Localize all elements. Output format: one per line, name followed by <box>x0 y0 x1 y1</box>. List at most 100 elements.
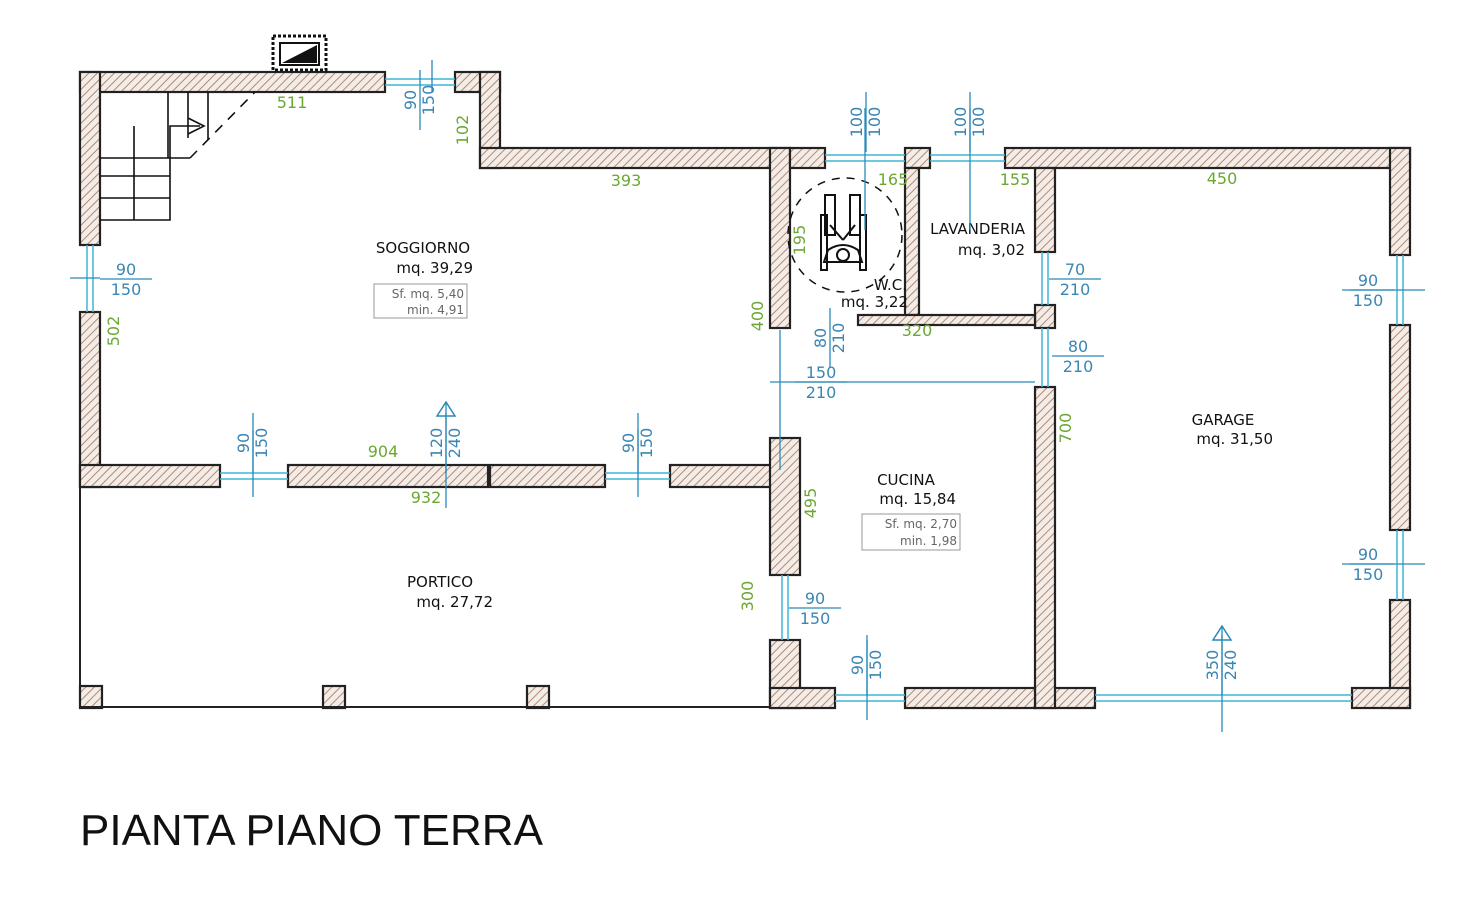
wall <box>78 70 102 247</box>
min-soggiorno: min. 4,91 <box>407 303 464 317</box>
dimension-label: 300 <box>738 581 757 612</box>
opening-width: 90 <box>848 655 867 675</box>
dimension-label: 932 <box>411 488 442 507</box>
wall <box>768 146 792 330</box>
chimney-icon <box>271 34 328 72</box>
window <box>835 694 905 702</box>
dimension-label: 495 <box>801 488 820 519</box>
opening-width: 120 <box>427 428 446 459</box>
opening-height: 150 <box>111 280 142 299</box>
room-area-garage: mq. 31,50 <box>1196 430 1273 448</box>
wall <box>525 684 551 710</box>
dimension-label: 904 <box>368 442 399 461</box>
opening-height: 150 <box>866 650 885 681</box>
wall <box>78 684 104 710</box>
opening-height: 210 <box>829 323 848 354</box>
wall <box>78 463 222 489</box>
opening-width: 90 <box>1358 271 1378 290</box>
dimension-label: 450 <box>1207 169 1238 188</box>
wall <box>78 310 102 489</box>
wall <box>1388 323 1412 532</box>
dimension-label: 102 <box>453 115 472 146</box>
opening-height: 150 <box>419 85 438 116</box>
opening-height: 150 <box>1353 291 1384 310</box>
plan-title: PIANTA PIANO TERRA <box>80 806 544 855</box>
room-name-lavanderia: LAVANDERIA <box>930 220 1026 238</box>
room-area-lavanderia: mq. 3,02 <box>958 241 1025 259</box>
staircase-icon <box>100 91 256 221</box>
opening-width: 80 <box>1068 337 1088 356</box>
opening-width: 90 <box>116 260 136 279</box>
opening-width: 100 <box>951 107 970 138</box>
wall <box>1033 385 1057 710</box>
window <box>930 154 1005 162</box>
opening-width: 90 <box>805 589 825 608</box>
entry-arrow-icon <box>435 400 457 417</box>
room-name-cucina: CUCINA <box>877 471 936 489</box>
opening-width: 90 <box>401 90 420 110</box>
opening-height: 150 <box>1353 565 1384 584</box>
opening-width: 70 <box>1065 260 1085 279</box>
entry-arrow-icon <box>1211 624 1233 641</box>
lighting-box-soggiorno <box>373 283 468 319</box>
room-area-cucina: mq. 15,84 <box>879 490 956 508</box>
dimension-label: 400 <box>748 301 767 332</box>
opening-height: 210 <box>1063 357 1094 376</box>
wall <box>1003 146 1412 170</box>
window <box>220 472 288 480</box>
dimension-label: 511 <box>277 93 308 112</box>
opening-width: 150 <box>806 363 837 382</box>
wall <box>1033 303 1057 330</box>
wall <box>488 463 607 489</box>
wall <box>1033 166 1057 254</box>
opening-width: 350 <box>1203 650 1222 681</box>
dimension-label: 700 <box>1056 413 1075 444</box>
room-name-garage: GARAGE <box>1192 411 1255 429</box>
wall <box>903 146 932 170</box>
opening-height: 100 <box>969 107 988 138</box>
room-area-soggiorno: mq. 39,29 <box>396 259 473 277</box>
dimension-label: 320 <box>902 321 933 340</box>
wall <box>1350 686 1412 710</box>
window <box>1095 694 1352 702</box>
opening-height: 210 <box>1060 280 1091 299</box>
lighting-box-cucina <box>861 513 961 551</box>
room-area-portico: mq. 27,72 <box>416 593 493 611</box>
opening-height: 150 <box>252 428 271 459</box>
sf-soggiorno: Sf. mq. 5,40 <box>392 287 464 301</box>
room-name-soggiorno: SOGGIORNO <box>376 239 470 257</box>
room-name-wc: W.C. <box>874 276 907 294</box>
room-area-wc: mq. 3,22 <box>841 293 908 311</box>
dimension-label: 195 <box>790 225 809 256</box>
opening-width: 90 <box>234 433 253 453</box>
wall <box>788 146 827 170</box>
wall <box>1388 146 1412 257</box>
dimension-label: 165 <box>878 170 909 189</box>
dimension-label: 502 <box>104 316 123 347</box>
wheelchair-turning-circle-icon <box>787 177 903 293</box>
wall <box>78 70 387 94</box>
opening-height: 100 <box>865 107 884 138</box>
dimension-label: 393 <box>611 171 642 190</box>
window <box>781 575 789 640</box>
wall <box>768 436 802 577</box>
min-cucina: min. 1,98 <box>900 534 957 548</box>
window <box>1396 530 1404 600</box>
wall <box>286 463 490 489</box>
opening-width: 90 <box>1358 545 1378 564</box>
sf-cucina: Sf. mq. 2,70 <box>885 517 957 531</box>
opening-width: 90 <box>619 433 638 453</box>
opening-width: 80 <box>811 328 830 348</box>
wall <box>321 684 347 710</box>
portico-outline <box>79 487 770 708</box>
room-name-portico: PORTICO <box>407 573 473 591</box>
wall <box>478 146 792 170</box>
